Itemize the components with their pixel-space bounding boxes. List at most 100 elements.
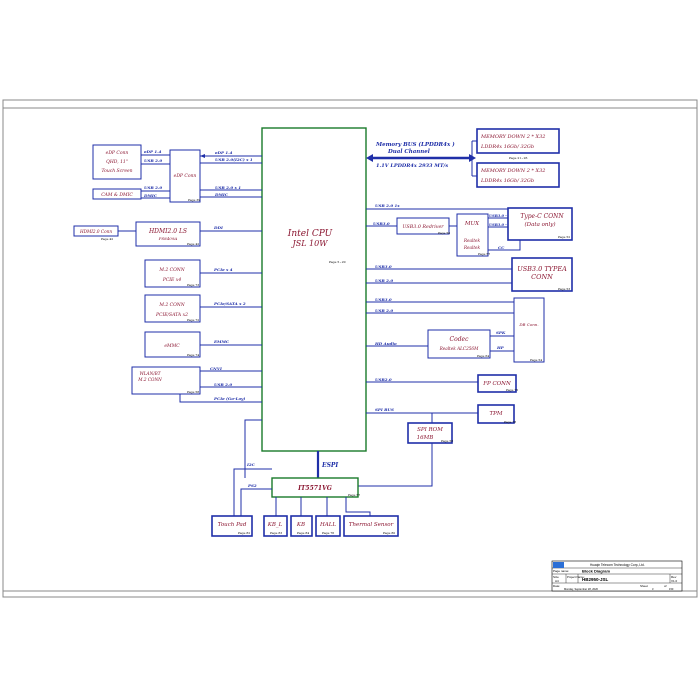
sig-pcie-golan: PCIe (Go-Lay) [213,396,245,401]
codec-block [427,329,491,359]
sig-usb30-a: USB3.0 [373,221,390,226]
cam-dmic-block [92,188,142,200]
kbl-label: KB_L [267,522,283,528]
cam-dmic-label: CAM & DMIC [101,192,133,198]
typea-line1: USB3.0 TYPEA [517,265,567,273]
wire-spi-ec [358,443,433,487]
typea-page: Page 53 [558,287,570,291]
m2-pcie-line1: M.2 CONN [158,267,185,273]
wire-pcie-golan [179,394,262,403]
edp-touch-line3: Touch Screen [101,168,132,174]
memory-page: Page 21~26 [509,156,528,160]
db-conn-block [513,297,545,363]
sig-hp: HP [496,345,505,350]
sig-usb20-1x: USB 2.0 1x [375,203,400,208]
sig-dmic-a: DMIC [143,193,158,198]
tb-of: 150 [669,587,674,591]
mux-realtek2: Realtek [463,245,481,250]
tb-page-name-label: Page name: [553,569,569,573]
cpu-line1: Intel CPU [287,229,333,239]
typec-block [507,207,573,241]
hdmi-ls-page: Page 42 [187,242,199,246]
hdmi-ls-block [135,221,201,247]
hdmi-ls-label: HDMI2.0 LS [148,228,187,235]
fp-conn-page: Page 75 [506,388,518,392]
codec-line2: Realtek ALC256M [439,346,479,351]
kb-block [290,515,313,537]
sig-usb-x1: USB 2.0 x 1 [215,185,241,190]
mux-label: MUX [464,221,480,227]
m2-sata-block [144,294,201,323]
tb-project-label: Project Name: [567,575,585,579]
touchpad-block [211,515,253,537]
wlan-line2: M.2 CONN [137,377,162,382]
tb-rev-label: Rev [671,575,677,579]
kbl-block [263,515,288,537]
touchpad-label: Touch Pad [218,522,247,528]
fp-conn-label: FP CONN [482,381,511,387]
sig-edp-b: eDP 1.4 [215,150,233,155]
cpu-block [261,127,367,452]
codec-page: Page 64 [477,354,489,358]
mux-page: Page 57 [478,252,490,256]
typea-block [511,257,573,292]
wire-cc [488,240,521,251]
m2-sata-line1: M.2 CONN [158,302,185,308]
redriver-label: USB3.0 Redriver [402,224,444,230]
edp-conn-label: eDP Conn [174,173,197,179]
db-conn-label: DB Conn. [518,322,538,327]
sig-mux-a: USB3.0 - A [489,214,511,218]
sig-spi: SPI BUS [375,407,394,412]
memory-down-2-b: LDDR4x 16Gb/ 32Gb [480,178,534,184]
memory-down-1-a: MEMORY DOWN 2 * X32 [480,134,545,140]
sig-usb-i2c: USB 2.0(I2C) x 1 [215,157,253,162]
wire-i2c [233,468,272,516]
tpm-block [477,404,515,424]
edp-conn-page: Page 39 [188,198,200,202]
redriver-page: Page 56 [438,231,450,235]
memory-dual-channel: Dual Channel [387,149,430,155]
sig-pcie-sata: PCIe/SATA x 2 [213,301,246,306]
memory-down-2-a: MEMORY DOWN 2 * X32 [480,168,545,174]
memory-bus-label: Memory BUS (LPDDR4x ) [375,141,455,148]
edp-touch-line2: QHD, 11" [106,159,128,165]
hdmi-conn-page: Page 42 [101,237,113,241]
wire-thermal [345,497,371,516]
wlan-block [131,366,201,395]
sig-usb-a: USB 2.0 [144,158,162,163]
tb-company: Huaqin Telecom Technology Corp.,Ltd. [590,563,645,567]
edp-touch-line1: eDP Conn [106,150,129,156]
tb-project: HB2950-JSL [582,577,609,582]
spi-rom-line2: 16MB [417,435,434,441]
sig-ps2: PS2 [247,483,257,488]
thermal-label: Thermal Sensor [349,522,394,528]
touchpad-page: Page 82 [238,531,250,535]
m2-sata-page: Page 72 [187,318,199,322]
db-conn-page: Page 54 [530,358,542,362]
sig-usb20-b: USB 2.0 [375,278,393,283]
hdmi-conn-label: HDMI2.0 Conn [79,229,112,234]
hall-label: HALL [319,522,336,528]
typea-line2: CONN [531,273,553,281]
memory-down-1-b: LDDR4x 16Gb/ 32Gb [480,144,534,150]
wire-ps2 [240,488,272,516]
sig-ddi: DDI [213,225,223,230]
sig-usb30-b: USB3.0 [375,264,392,269]
wlan-line1: WLAN/BT [139,371,161,376]
cpu-line2: JSL 10W [291,239,329,248]
typec-line1: Type-C CONN [520,213,564,220]
tb-size-label: Size [553,575,559,579]
sig-espi: ESPI [321,462,338,469]
ec-page: Page 57 [348,493,360,497]
ec-label: IT5571VG [297,485,332,492]
fp-conn-block [477,374,517,393]
tb-of-label: of [664,584,667,588]
emmc-page: Page 74 [187,353,199,357]
tb-date-label: Date: [553,584,560,588]
sig-hda: HD Audio [374,341,397,346]
tb-page-name: Block Diagram [582,569,610,574]
tb-sheet-label: Sheet [640,584,648,588]
hdmi-ls-part: PS8409A [158,236,178,241]
typec-line2: (Data only) [525,221,556,228]
edp-touch-conn [92,144,142,180]
